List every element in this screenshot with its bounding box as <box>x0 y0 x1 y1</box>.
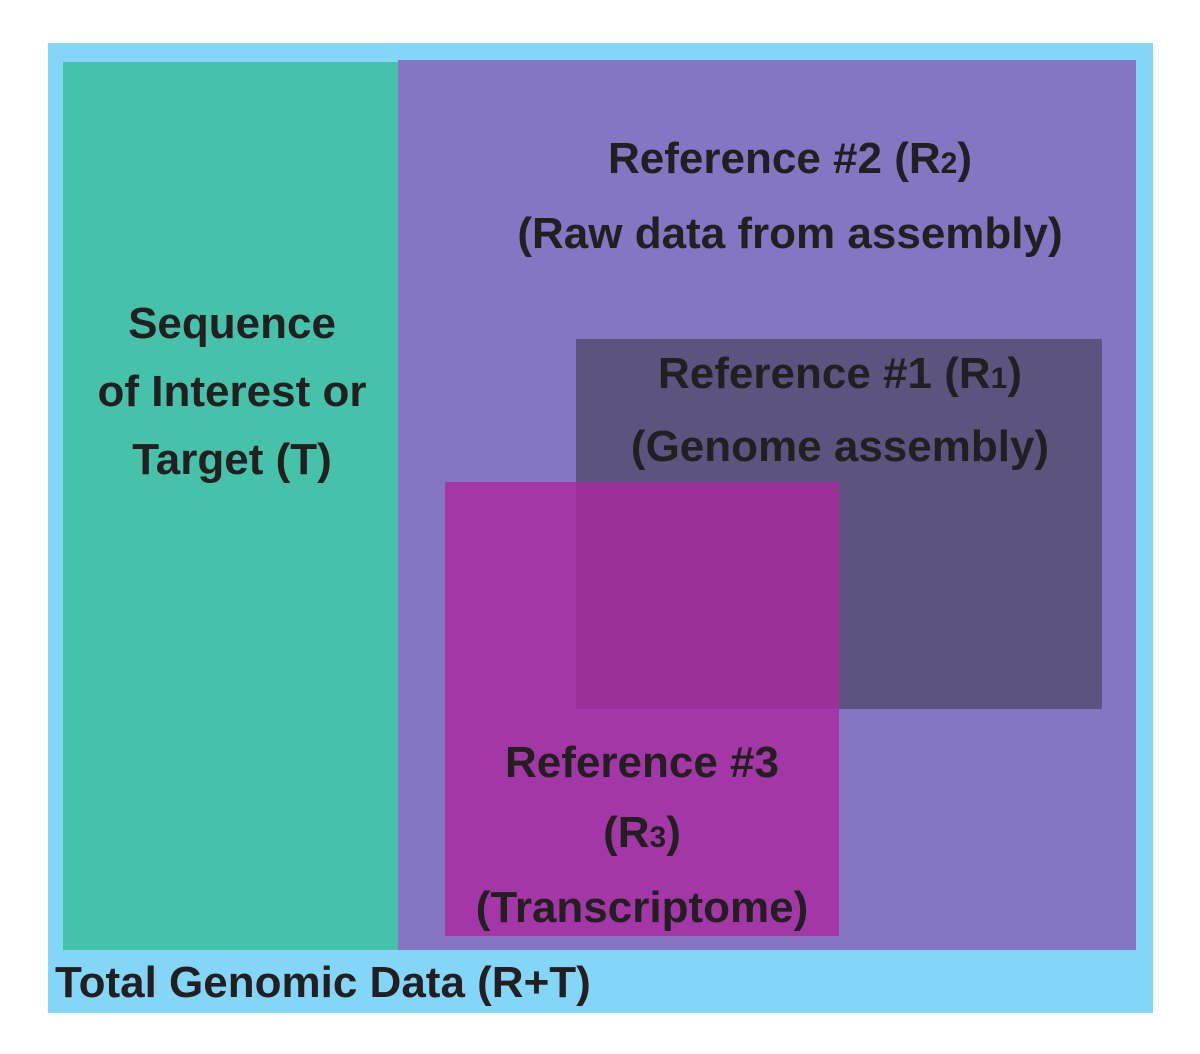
reference-1-description: (Genome assembly) <box>630 422 1050 471</box>
reference-2-title-text: Reference #2 (R <box>608 134 941 183</box>
reference-3-description: (Transcriptome) <box>475 883 809 932</box>
target-label-line-2: of Interest or <box>97 367 367 416</box>
reference-3-region <box>445 482 839 936</box>
reference-1-title-end: ) <box>1007 349 1022 398</box>
reference-3-label: Reference #3 (R3) (Transcriptome) <box>445 728 839 943</box>
target-sequence-region <box>63 62 401 950</box>
reference-3-title: Reference #3 <box>505 738 779 787</box>
reference-3-symbol-end: ) <box>666 808 681 857</box>
reference-3-subscript: 3 <box>649 821 667 854</box>
reference-2-title: Reference #2 (R2) <box>470 124 1110 199</box>
reference-2-label: Reference #2 (R2) (Raw data from assembl… <box>470 124 1110 269</box>
total-genomic-data-label: Total Genomic Data (R+T) <box>55 958 591 1007</box>
reference-3-symbol: (R3) <box>445 798 839 873</box>
target-label-line-3: Target (T) <box>132 435 332 484</box>
reference-1-label: Reference #1 (R1) (Genome assembly) <box>590 340 1090 481</box>
reference-2-description: (Raw data from assembly) <box>517 209 1063 258</box>
reference-3-symbol-text: (R <box>603 808 650 857</box>
reference-2-title-end: ) <box>957 134 972 183</box>
target-label-line-1: Sequence <box>128 299 336 348</box>
reference-2-subscript: 2 <box>940 147 958 180</box>
reference-1-title: Reference #1 (R1) <box>590 340 1090 413</box>
target-label: Sequence of Interest or Target (T) <box>63 290 401 494</box>
reference-1-title-text: Reference #1 (R <box>658 349 991 398</box>
reference-1-subscript: 1 <box>990 362 1008 395</box>
